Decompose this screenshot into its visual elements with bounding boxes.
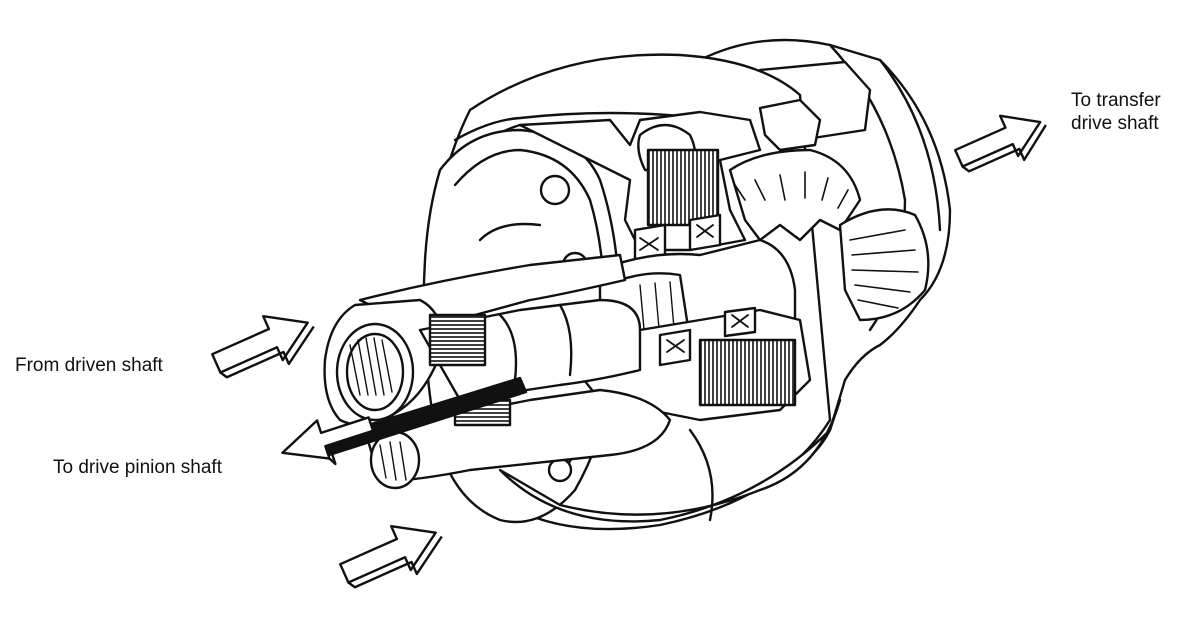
arrow-right-icon bbox=[211, 314, 315, 379]
label-to-drive-pinion-shaft: To drive pinion shaft bbox=[53, 457, 222, 478]
cutaway-section bbox=[518, 110, 762, 262]
bevel-pinion-gear bbox=[838, 208, 930, 322]
bevel-side-gear bbox=[728, 98, 862, 242]
label-to-transfer-drive-shaft: To transfer drive shaft bbox=[1071, 89, 1161, 135]
housing-base bbox=[498, 398, 842, 523]
arrow-right-icon bbox=[954, 114, 1047, 173]
inner-shaft bbox=[418, 298, 642, 402]
clutch-plates-lower bbox=[698, 338, 797, 407]
arrow-right-icon bbox=[339, 524, 443, 589]
driven-shaft-tube bbox=[323, 253, 627, 427]
label-line: drive shaft bbox=[1071, 113, 1159, 134]
label-from-driven-shaft: From driven shaft bbox=[15, 355, 163, 376]
label-line: To transfer bbox=[1071, 90, 1161, 111]
arrow-left-icon bbox=[281, 416, 380, 466]
clutch-plates-upper bbox=[646, 148, 720, 227]
